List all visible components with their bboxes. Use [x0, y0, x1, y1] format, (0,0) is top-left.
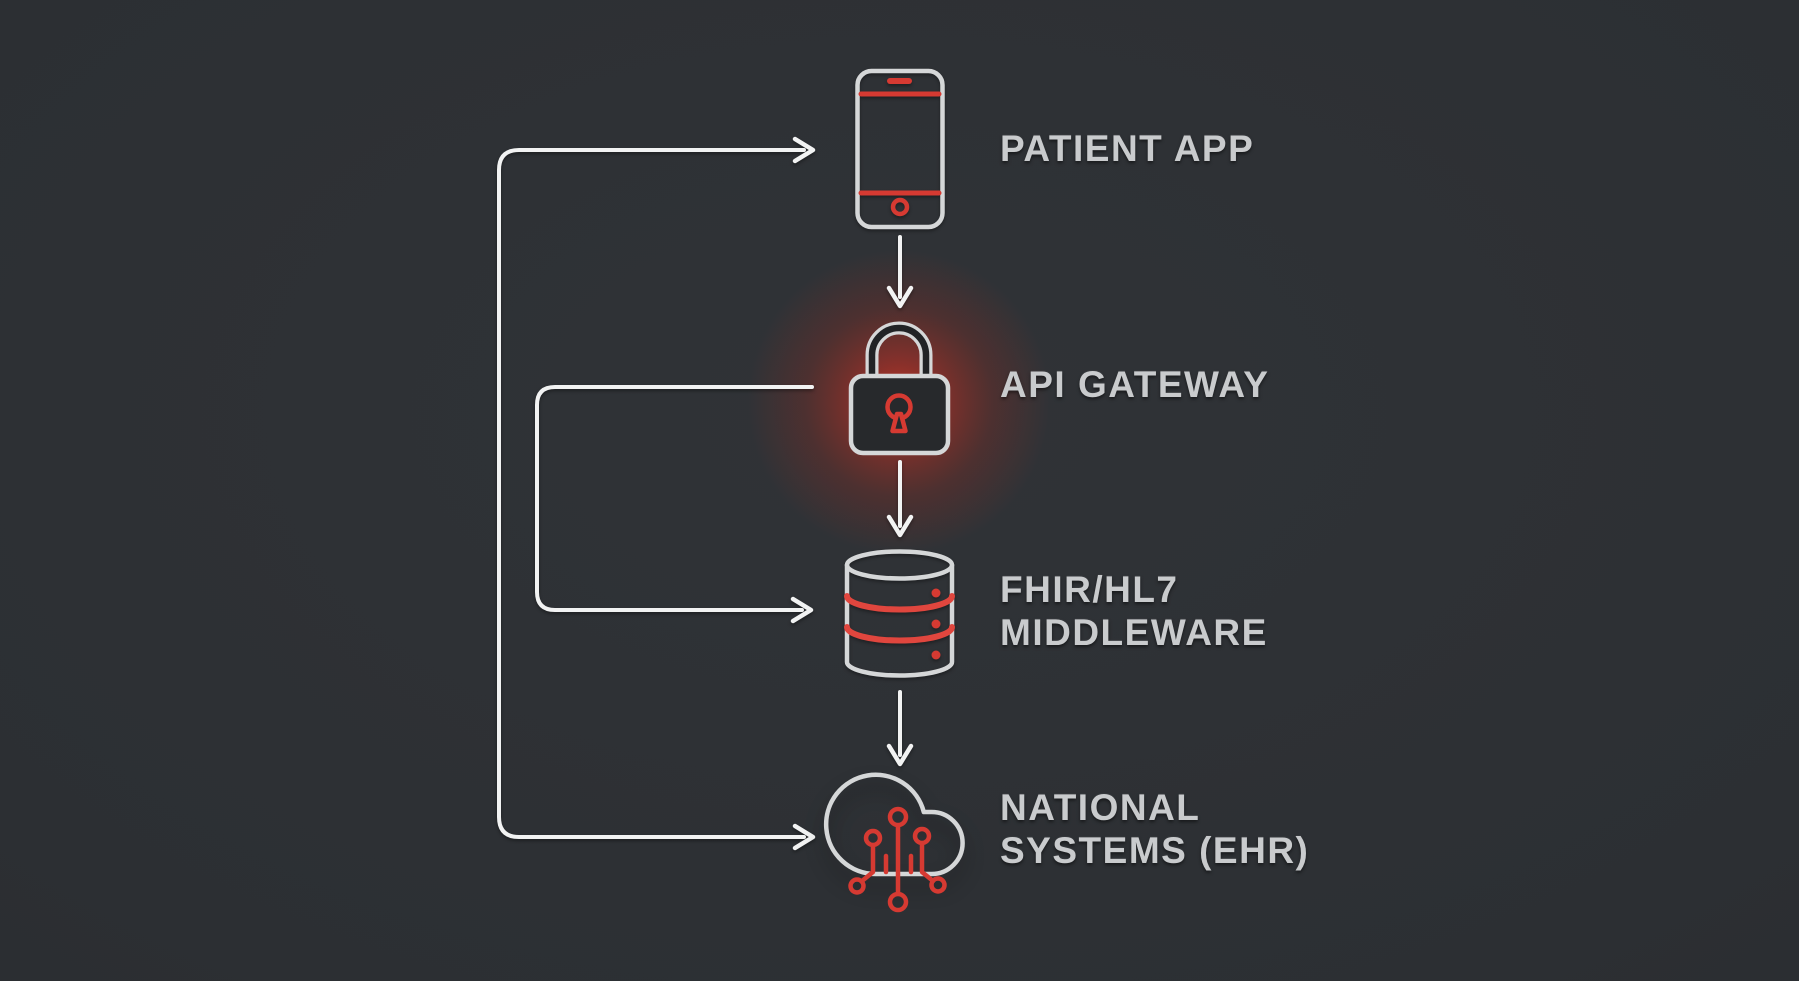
arrowhead-into-patient-app	[792, 136, 816, 164]
edge-phone-to-gateway	[886, 235, 914, 309]
patient-app-label: PATIENT APP	[1000, 128, 1255, 169]
lock-icon	[848, 321, 951, 456]
national-systems-label-line2: SYSTEMS (EHR)	[1000, 830, 1310, 871]
api-gateway-label: API GATEWAY	[1000, 364, 1270, 405]
arrowhead-down-1	[886, 285, 914, 309]
arrowhead-down-3	[886, 743, 914, 767]
national-systems-label-line1: NATIONAL	[1000, 787, 1201, 828]
edge-middleware-to-national	[886, 690, 914, 767]
edge-gateway-to-middleware	[886, 460, 914, 538]
phone-speaker	[887, 78, 912, 84]
middleware-label: FHIR/HL7 MIDDLEWARE	[1000, 568, 1268, 654]
arrowhead-into-national-systems	[792, 823, 816, 851]
national-systems-label: NATIONAL SYSTEMS (EHR)	[1000, 786, 1309, 872]
edge-outer-return-loop	[497, 136, 816, 851]
edge-gateway-middleware-loop	[535, 385, 814, 624]
middleware-label-line2: MIDDLEWARE	[1000, 612, 1268, 653]
database-icon	[844, 549, 955, 678]
cloud-circuit-icon	[826, 775, 962, 913]
arrowhead-down-2	[886, 514, 914, 538]
circuit-nodes	[848, 806, 947, 913]
middleware-label-line1: FHIR/HL7	[1000, 569, 1179, 610]
smartphone-icon	[855, 68, 945, 230]
arrowhead-into-middleware	[790, 596, 814, 624]
phone-home-button	[890, 197, 910, 217]
